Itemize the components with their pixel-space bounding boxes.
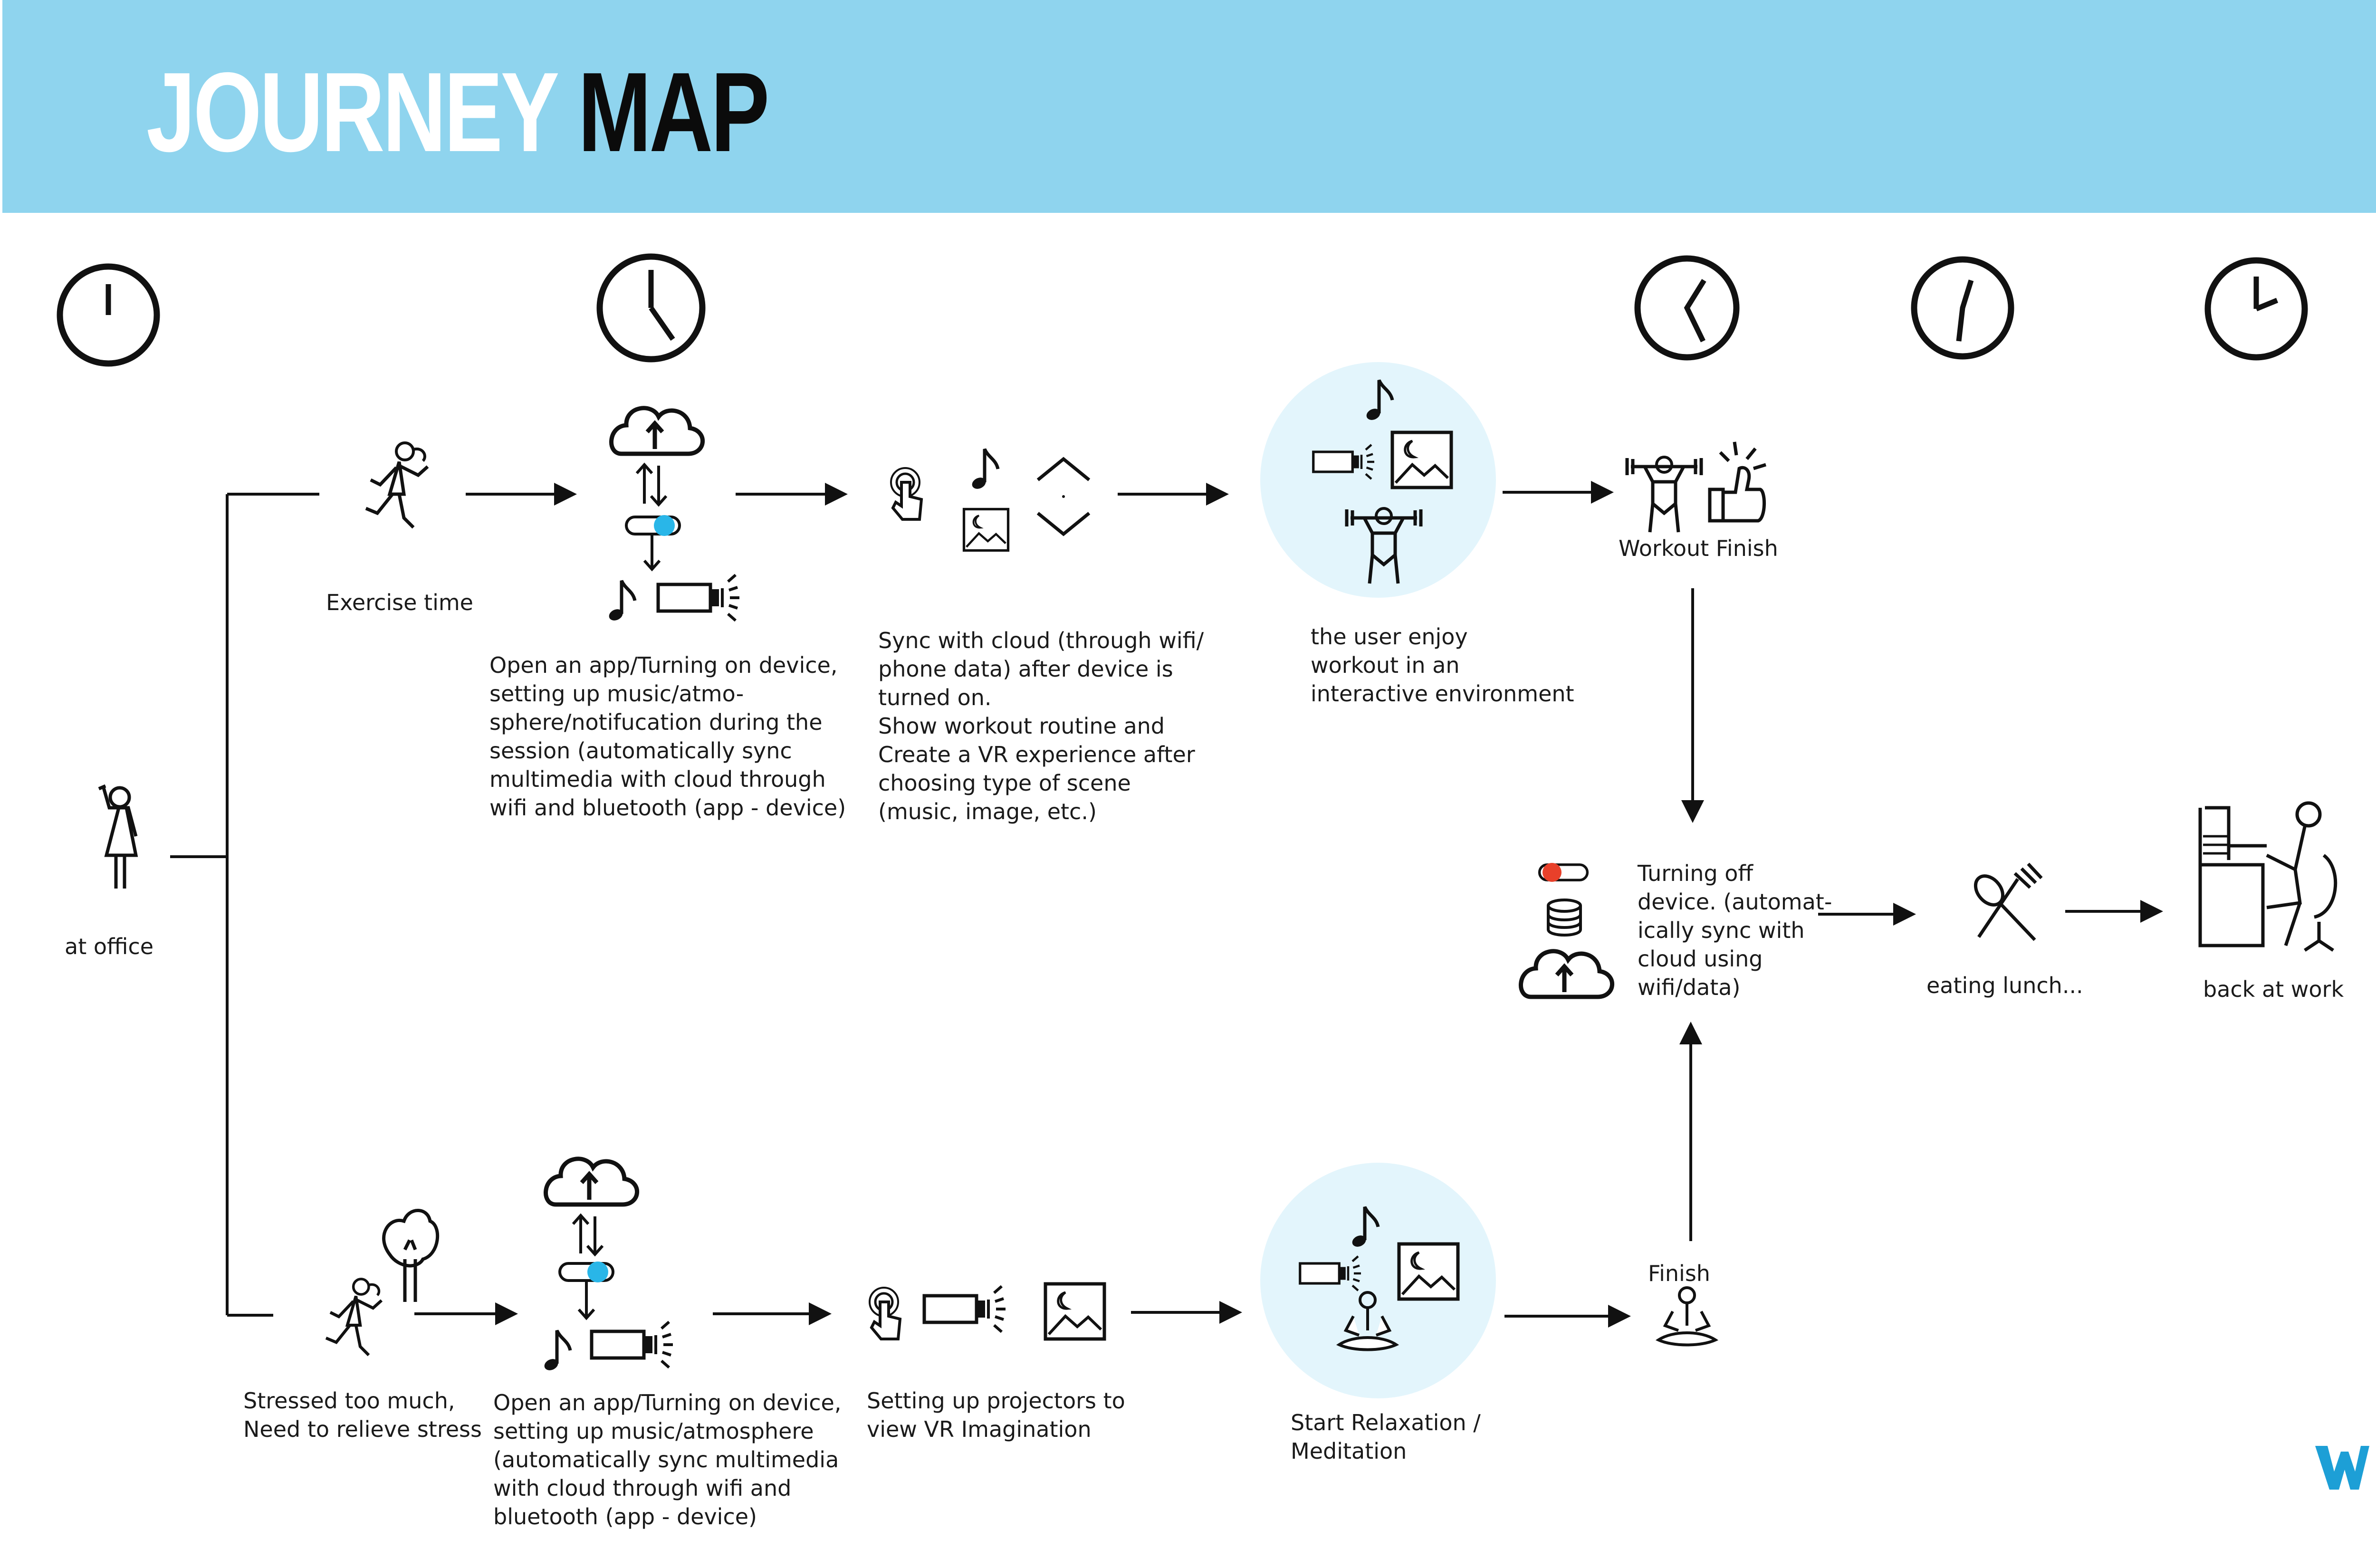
meditation-icon (1658, 1288, 1715, 1345)
down-arrow-icon (643, 534, 661, 572)
scroll-chevrons-icon (1036, 457, 1091, 536)
tree-icon (382, 1209, 440, 1302)
database-icon (1547, 899, 1582, 937)
w-logo-icon (2315, 1446, 2369, 1490)
clock-icon-4 (1911, 256, 2014, 360)
cloud-upload-icon (1521, 951, 1612, 997)
music-note-icon (607, 581, 635, 622)
label-open-app-top: Open an app/Turning on device, setting u… (489, 652, 846, 821)
toggle-knob (654, 515, 675, 536)
label-enjoy-workout: the user enjoy workout in an interactive… (1311, 624, 1574, 707)
workout-highlight-circle (1260, 362, 1496, 598)
label-turning-off: Turning off device. (automat- ically syn… (1638, 860, 1832, 1000)
label-exercise-time: Exercise time (326, 590, 473, 615)
scroll-dot (1062, 495, 1065, 498)
projector-icon (592, 1322, 673, 1367)
clock-icon-1 (57, 263, 160, 367)
down-arrow-icon (577, 1281, 595, 1320)
cloud-upload-icon (611, 408, 702, 454)
cloud-upload-icon (546, 1159, 637, 1205)
clock-icon-3 (1634, 255, 1740, 361)
music-note-icon (970, 449, 998, 491)
clock-icon-5 (2204, 257, 2308, 361)
header-banner (2, 0, 2376, 213)
label-open-app-bottom: Open an app/Turning on device, setting u… (493, 1390, 842, 1530)
image-icon (1399, 1244, 1458, 1299)
label-start-relaxation: Start Relaxation / Meditation (1291, 1410, 1481, 1464)
label-sync-cloud: Sync with cloud (through wifi/ phone dat… (878, 628, 1204, 824)
clock-icon-2 (596, 253, 706, 363)
thumbs-up-icon (1708, 441, 1767, 523)
branch-connector (170, 493, 319, 1317)
cutlery-icon (1974, 862, 2043, 941)
sync-arrows-icon (635, 462, 668, 507)
touch-icon (870, 1288, 900, 1339)
label-back-at-work: back at work (2203, 976, 2344, 1002)
label-at-office: at office (65, 934, 154, 959)
meditation-highlight-circle (1260, 1163, 1496, 1398)
toggle-knob (587, 1262, 608, 1282)
label-workout-finish: Workout Finish (1619, 535, 1778, 561)
weightlifter-icon (1627, 457, 1701, 532)
music-note-icon (543, 1330, 570, 1372)
sync-arrows-icon (572, 1213, 604, 1257)
projector-icon (658, 575, 739, 621)
label-finish: Finish (1648, 1261, 1710, 1286)
title-part-map: MAP (578, 49, 769, 175)
image-icon (964, 509, 1008, 551)
toggle-knob-off (1542, 863, 1562, 882)
label-eating-lunch: eating lunch... (1926, 973, 2083, 998)
projector-icon (924, 1286, 1006, 1332)
runner-icon (366, 443, 428, 527)
office-person-icon (98, 784, 138, 889)
touch-icon (891, 468, 921, 519)
label-setting-projectors: Setting up projectors to view VR Imagina… (867, 1388, 1125, 1442)
image-icon (1392, 432, 1451, 488)
image-icon (1045, 1284, 1104, 1339)
stressed-runner-icon (326, 1279, 382, 1355)
label-stressed: Stressed too much, Need to relieve stres… (243, 1388, 482, 1442)
title-part-journey: JOURNEY (146, 49, 558, 175)
desk-worker-icon (2198, 801, 2338, 952)
page-title: JOURNEY MAP (146, 56, 769, 169)
flow-arrows (414, 481, 2163, 1328)
